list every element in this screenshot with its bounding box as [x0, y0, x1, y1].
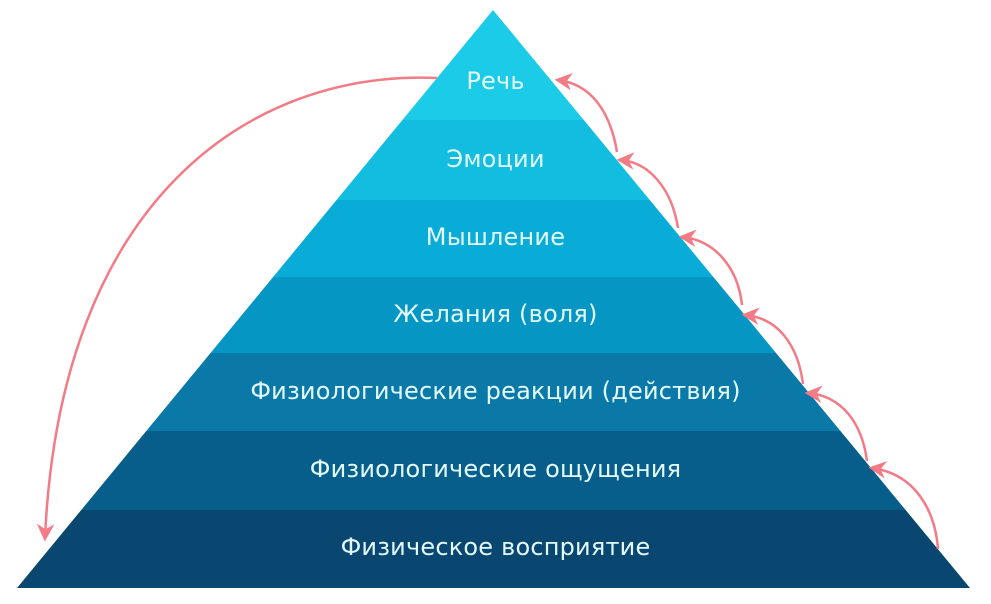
level-label-emotions: Эмоции — [446, 145, 545, 173]
level-label-perception: Физическое восприятие — [340, 533, 651, 561]
level-band-6 — [17, 431, 970, 510]
level-band-7 — [17, 510, 970, 588]
level-label-reactions: Физиологические реакции (действия) — [250, 377, 741, 405]
arrow-up-icon — [554, 73, 619, 153]
level-label-desires: Желания (воля) — [393, 300, 598, 328]
arrow-up-icon — [741, 307, 805, 385]
level-label-sensations: Физиологические ощущения — [309, 455, 682, 483]
arrow-up-icon — [868, 461, 940, 550]
level-label-thinking: Мышление — [425, 223, 566, 251]
arrow-up-icon — [616, 152, 680, 229]
ascending-arrows — [554, 73, 940, 550]
level-band-1 — [17, 10, 970, 120]
level-label-speech: Речь — [466, 67, 525, 95]
arrow-up-icon — [804, 385, 869, 462]
arrow-up-icon — [678, 229, 744, 306]
feedback-arrow-icon — [36, 76, 438, 542]
